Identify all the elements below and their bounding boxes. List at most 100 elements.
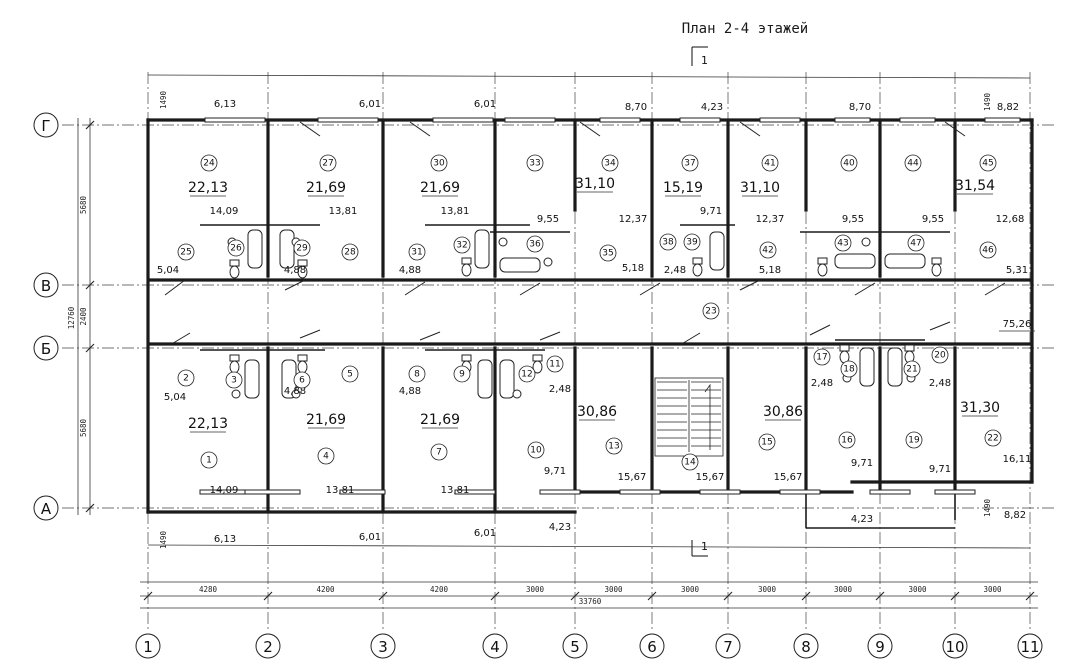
room-area-label: 2,48 — [929, 378, 951, 389]
room-area-label: 4,88 — [399, 265, 421, 276]
room-number-label: 24 — [203, 159, 215, 169]
room-area-label: 15,67 — [696, 472, 725, 483]
room-area-label: 21,69 — [306, 180, 346, 196]
column-axis-label: 1 — [143, 638, 153, 656]
room-number-circle — [931, 346, 949, 364]
room-number-label: 7 — [436, 448, 442, 458]
room-number-label: 16 — [841, 436, 853, 446]
room-number-label: 42 — [762, 246, 773, 256]
toilet-fixture — [297, 360, 308, 374]
room-number-circle — [430, 154, 448, 172]
room-area-label: 9,55 — [537, 214, 559, 225]
room-number-label: 3 — [231, 376, 237, 386]
toilet-fixture — [229, 360, 240, 374]
dimension-tick — [85, 120, 95, 130]
room-number-circle — [225, 371, 243, 389]
balcony-area-label: 8,82 — [997, 102, 1019, 113]
section-mark-label: 1 — [701, 54, 708, 67]
door-swing — [639, 282, 661, 296]
window — [984, 117, 1021, 123]
room-number-circle — [430, 443, 448, 461]
room-number-circle — [317, 447, 335, 465]
door-swing — [299, 121, 321, 137]
dimension-line — [147, 74, 1031, 79]
window — [454, 489, 496, 495]
room-area-label: 4,88 — [284, 386, 306, 397]
room-area-label: 4,88 — [284, 265, 306, 276]
plan-title: План 2-4 этажей — [682, 21, 808, 37]
dimension-span-label: 4280 — [199, 585, 218, 594]
toilet-fixture — [297, 354, 308, 362]
room-number-circle — [834, 234, 852, 252]
toilet-fixture — [839, 344, 850, 352]
room-number-label: 21 — [906, 365, 917, 375]
room-number-label: 15 — [761, 438, 772, 448]
room-area-label: 12,68 — [996, 214, 1025, 225]
room-number-circle — [601, 154, 619, 172]
door-swing — [579, 121, 601, 137]
room-number-circle — [907, 234, 925, 252]
bathtub-fixture — [884, 253, 926, 269]
balcony-area-label: 4,23 — [851, 514, 873, 525]
room-number-label: 26 — [230, 244, 242, 254]
room-number-label: 17 — [816, 353, 827, 363]
dimension-tick — [143, 591, 153, 601]
sanitary-fixtures — [227, 229, 942, 399]
room-area-label: 9,71 — [851, 458, 873, 469]
bathtub-fixture — [499, 257, 541, 273]
room-area-label: 5,04 — [157, 265, 179, 276]
room-area-label: 5,04 — [164, 392, 186, 403]
door-swing — [809, 324, 831, 336]
door-swing — [929, 321, 951, 331]
dimension-tick — [378, 591, 388, 601]
door-swing — [409, 121, 431, 137]
room-area-label: 9,55 — [922, 214, 944, 225]
offset-dimension-label: 1490 — [159, 530, 168, 549]
room-number-label: 13 — [608, 442, 619, 452]
dimension-tick — [950, 591, 960, 601]
room-number-circle — [546, 355, 564, 373]
balcony-area-label: 4,23 — [701, 102, 723, 113]
room-number-label: 18 — [843, 365, 855, 375]
room-number-label: 8 — [414, 370, 420, 380]
room-number-circle — [526, 154, 544, 172]
room-number-label: 20 — [934, 351, 946, 361]
room-number-label: 1 — [206, 456, 212, 466]
dimension-span-label: 2400 — [79, 307, 88, 326]
stair-arrow — [704, 383, 711, 450]
room-area-label: 5,18 — [622, 263, 644, 274]
row-axis-label: А — [41, 500, 52, 518]
toilet-fixture — [532, 360, 543, 374]
room-area-label: 2,48 — [811, 378, 833, 389]
window — [539, 489, 581, 495]
dimension-tick — [1025, 591, 1035, 601]
offset-dimension-label: 1490 — [983, 498, 992, 517]
column-axis-bubble — [370, 633, 396, 659]
toilet-fixture — [229, 259, 240, 267]
row-axis-label: Г — [41, 117, 50, 135]
room-number-label: 25 — [180, 248, 191, 258]
sink-fixture — [231, 389, 241, 399]
staircase — [654, 377, 724, 457]
dimension-span-label: 3000 — [983, 585, 1002, 594]
room-area-label: 75,26 — [1003, 319, 1032, 330]
room-area-label: 9,71 — [700, 206, 722, 217]
room-area-label: 2,48 — [549, 384, 571, 395]
room-number-circle — [599, 244, 617, 262]
room-number-label: 14 — [684, 458, 696, 468]
balcony-area-label: 6,01 — [359, 99, 381, 110]
column-axis-bubble — [639, 633, 665, 659]
column-axis-label: 10 — [945, 638, 964, 656]
room-number-label: 28 — [344, 248, 356, 258]
walls — [146, 117, 1034, 529]
room-number-circle — [341, 243, 359, 261]
room-area-label: 12,37 — [756, 214, 785, 225]
window — [899, 117, 936, 123]
window — [699, 489, 741, 495]
column-axis-label: 9 — [875, 638, 885, 656]
room-number-label: 45 — [982, 159, 993, 169]
room-number-circle — [840, 360, 858, 378]
toilet-fixture — [532, 354, 543, 362]
